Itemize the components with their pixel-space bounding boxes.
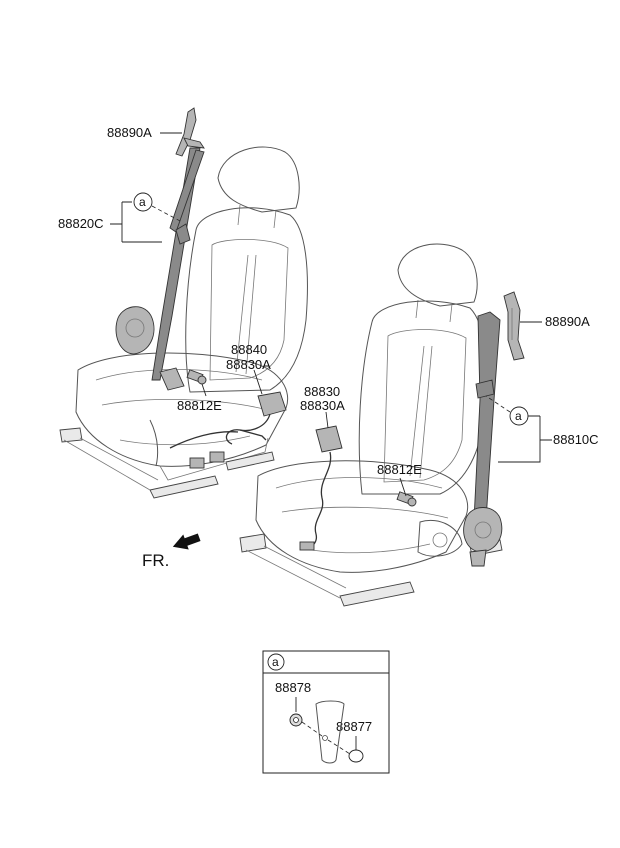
- retractor-right: [463, 507, 503, 553]
- bolt-left: [186, 369, 207, 385]
- callout-a-left: a: [139, 195, 146, 209]
- detail-box-header: a: [272, 655, 279, 669]
- label-88878: 88878: [275, 680, 311, 695]
- retractor-left: [115, 306, 155, 355]
- front-label: FR.: [142, 551, 169, 570]
- label-88830a-left: 88830A: [226, 357, 271, 372]
- label-88877: 88877: [336, 719, 372, 734]
- label-88890a-left: 88890A: [107, 125, 152, 140]
- buckle-left: [257, 391, 287, 417]
- upper-guide-left: [175, 107, 197, 157]
- label-88810c: 88810C: [553, 432, 599, 447]
- label-88890a-right: 88890A: [545, 314, 590, 329]
- buckle-right: [315, 425, 343, 453]
- part-labels: 88890A 88820C a 88840 88830A 88812E 8883…: [58, 125, 599, 477]
- belt-webbing-left: [151, 147, 201, 381]
- label-88812e-left: 88812E: [177, 398, 222, 413]
- label-88820c: 88820C: [58, 216, 104, 231]
- front-direction-indicator: FR.: [142, 533, 201, 570]
- left-seat: [59, 146, 308, 499]
- front-arrow-icon: [172, 533, 201, 550]
- callout-a-right: a: [515, 409, 522, 423]
- detail-box-a: a 88878 88877: [262, 650, 390, 774]
- label-88830a-right: 88830A: [300, 398, 345, 413]
- label-88812e-right: 88812E: [377, 462, 422, 477]
- left-seat-belt-assembly: [115, 107, 287, 445]
- leader-lines: [110, 132, 552, 497]
- label-88840: 88840: [231, 342, 267, 357]
- belt-webbing-right: [473, 311, 501, 521]
- upper-guide-right: [503, 291, 525, 361]
- label-88830: 88830: [304, 384, 340, 399]
- right-seat: [239, 243, 503, 607]
- cap-88877: [348, 749, 364, 763]
- right-seat-belt-assembly: [299, 291, 525, 567]
- bolt-right: [396, 491, 417, 507]
